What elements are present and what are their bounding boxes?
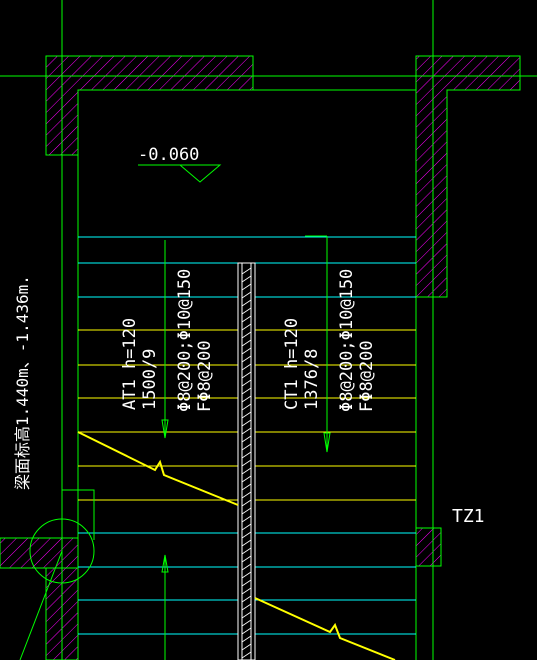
stair-right-steps: 1376/8	[302, 349, 322, 410]
stair-right-labels: CT1 h=120 1376/8 Φ8@200;Φ10@150 FΦ8@200	[282, 269, 377, 412]
well-hatch-line	[241, 267, 252, 275]
stair-nosings	[78, 329, 416, 501]
stair-left-labels: AT1 h=120 1500/9 Φ8@200;Φ10@150 FΦ8@200	[120, 269, 215, 412]
well-hatch-line	[241, 651, 252, 659]
well-hatch-line	[241, 627, 252, 635]
well-hatch-line	[241, 643, 252, 651]
well-hatch-line	[241, 483, 252, 491]
break-lines	[77, 431, 396, 660]
well-hatch-line	[241, 411, 252, 419]
column-tag: TZ1	[452, 506, 485, 527]
elevation-label: -0.060	[138, 145, 199, 165]
stair-well	[237, 262, 256, 660]
well-hatch-line	[241, 499, 252, 507]
well-hatch-line	[241, 307, 252, 315]
left-wall-stub	[0, 537, 79, 569]
well-hatch-line	[241, 427, 252, 435]
well-hatch-line	[241, 355, 252, 363]
well-hatch-line	[241, 363, 252, 371]
well-hatch-line	[241, 403, 252, 411]
stair-treads	[78, 236, 416, 635]
stair-left-rebar-bottom: FΦ8@200	[195, 340, 215, 412]
elevation-marker: -0.060	[138, 145, 222, 183]
well-hatch-line	[241, 451, 252, 459]
stair-right-rebar-bottom: FΦ8@200	[357, 340, 377, 412]
beam-elevation-note: 梁面标高1.440m、-1.436m.	[13, 275, 32, 490]
well-hatch-line	[241, 547, 252, 555]
well-hatch-line	[241, 443, 252, 451]
well-hatch-line	[241, 563, 252, 571]
walls	[0, 55, 521, 660]
right-column	[415, 527, 442, 567]
well-hatch-line	[241, 571, 252, 579]
well-hatch-line	[241, 603, 252, 611]
stair-left-name: AT1 h=120	[120, 318, 140, 410]
well-hatch-line	[241, 371, 252, 379]
well-hatch-line	[241, 347, 252, 355]
stair-left-rebar-top: Φ8@200;Φ10@150	[175, 269, 195, 412]
well-hatch-line	[241, 611, 252, 619]
well-hatch-line	[241, 531, 252, 539]
stair-left-steps: 1500/9	[140, 349, 160, 410]
well-hatch-line	[241, 419, 252, 427]
well-hatch-line	[241, 523, 252, 531]
well-hatch-line	[241, 339, 252, 347]
well-hatch-line	[241, 555, 252, 563]
well-hatch-line	[241, 387, 252, 395]
well-hatch-line	[241, 579, 252, 587]
top-right-wall	[415, 55, 521, 298]
well-hatch-line	[241, 283, 252, 291]
well-hatch-line	[241, 291, 252, 299]
stair-right-rebar-top: Φ8@200;Φ10@150	[337, 269, 357, 412]
well-hatch-line	[241, 467, 252, 475]
well-hatch-line	[241, 595, 252, 603]
well-hatch-line	[241, 315, 252, 323]
direction-arrows	[161, 235, 331, 660]
well-hatch-line	[241, 435, 252, 443]
well-hatch-line	[241, 491, 252, 499]
well-hatch-line	[241, 331, 252, 339]
stair-right-name: CT1 h=120	[282, 318, 302, 410]
well-hatch-line	[241, 379, 252, 387]
well-hatch-line	[241, 299, 252, 307]
well-hatch-line	[241, 459, 252, 467]
well-hatch-line	[241, 275, 252, 283]
well-hatch-line	[241, 515, 252, 523]
well-hatch-line	[241, 539, 252, 547]
well-hatch-line	[241, 619, 252, 627]
well-hatch-line	[241, 475, 252, 483]
well-hatch-line	[241, 635, 252, 643]
well-hatch-line	[241, 507, 252, 515]
top-wall	[45, 55, 254, 156]
well-hatch-line	[241, 323, 252, 331]
well-hatch-line	[241, 395, 252, 403]
well-hatch-line	[241, 587, 252, 595]
grid-bubble	[19, 489, 95, 660]
